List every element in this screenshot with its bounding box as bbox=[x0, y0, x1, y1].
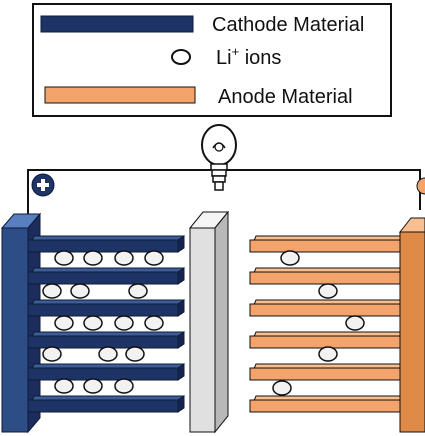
li-ion bbox=[272, 380, 292, 396]
li-ion bbox=[98, 346, 118, 362]
li-ion bbox=[114, 378, 134, 394]
negative-terminal-icon bbox=[416, 177, 425, 195]
li-ion bbox=[318, 346, 338, 362]
cathode-layer bbox=[27, 235, 185, 253]
legend-li-label: Li+ ions bbox=[216, 44, 281, 69]
anode-layer bbox=[249, 331, 407, 349]
anode-layer bbox=[249, 395, 407, 413]
li-ion bbox=[280, 250, 300, 266]
anode-layer bbox=[249, 267, 407, 285]
li-ion bbox=[114, 250, 134, 266]
li-ion bbox=[42, 283, 62, 299]
cathode-layer bbox=[27, 331, 185, 349]
li-ion bbox=[54, 315, 74, 331]
li-ion bbox=[54, 378, 74, 394]
cathode-layer bbox=[27, 299, 185, 317]
li-ion bbox=[125, 346, 145, 362]
cathode-layer bbox=[27, 395, 185, 413]
li-ion bbox=[83, 250, 103, 266]
li-ion bbox=[318, 283, 338, 299]
li-ion bbox=[70, 283, 90, 299]
li-ion bbox=[128, 283, 148, 299]
light-bulb-icon bbox=[201, 124, 237, 191]
separator bbox=[188, 210, 230, 434]
li-ion bbox=[144, 250, 164, 266]
legend-anode-label: Anode Material bbox=[218, 86, 353, 108]
legend-cathode-label: Cathode Material bbox=[212, 14, 364, 36]
anode-layer bbox=[249, 363, 407, 381]
li-ion bbox=[345, 315, 365, 331]
li-ion bbox=[54, 250, 74, 266]
li-ion bbox=[42, 346, 62, 362]
cathode-layer bbox=[27, 363, 185, 381]
li-ion bbox=[83, 315, 103, 331]
legend: Cathode Material Li+ ions Anode Material bbox=[32, 3, 392, 117]
li-ion bbox=[83, 378, 103, 394]
anode-plate bbox=[398, 217, 425, 433]
legend-cathode-swatch bbox=[40, 15, 194, 33]
anode-layers bbox=[249, 235, 407, 413]
anode-layer bbox=[249, 235, 407, 253]
cathode-layers bbox=[27, 235, 185, 413]
anode-layer bbox=[249, 299, 407, 317]
legend-ion-swatch bbox=[171, 49, 191, 65]
plus-circle-icon bbox=[31, 173, 55, 197]
li-ion bbox=[114, 315, 134, 331]
legend-anode-swatch bbox=[44, 86, 196, 104]
li-ion bbox=[144, 315, 164, 331]
cathode-layer bbox=[27, 267, 185, 285]
